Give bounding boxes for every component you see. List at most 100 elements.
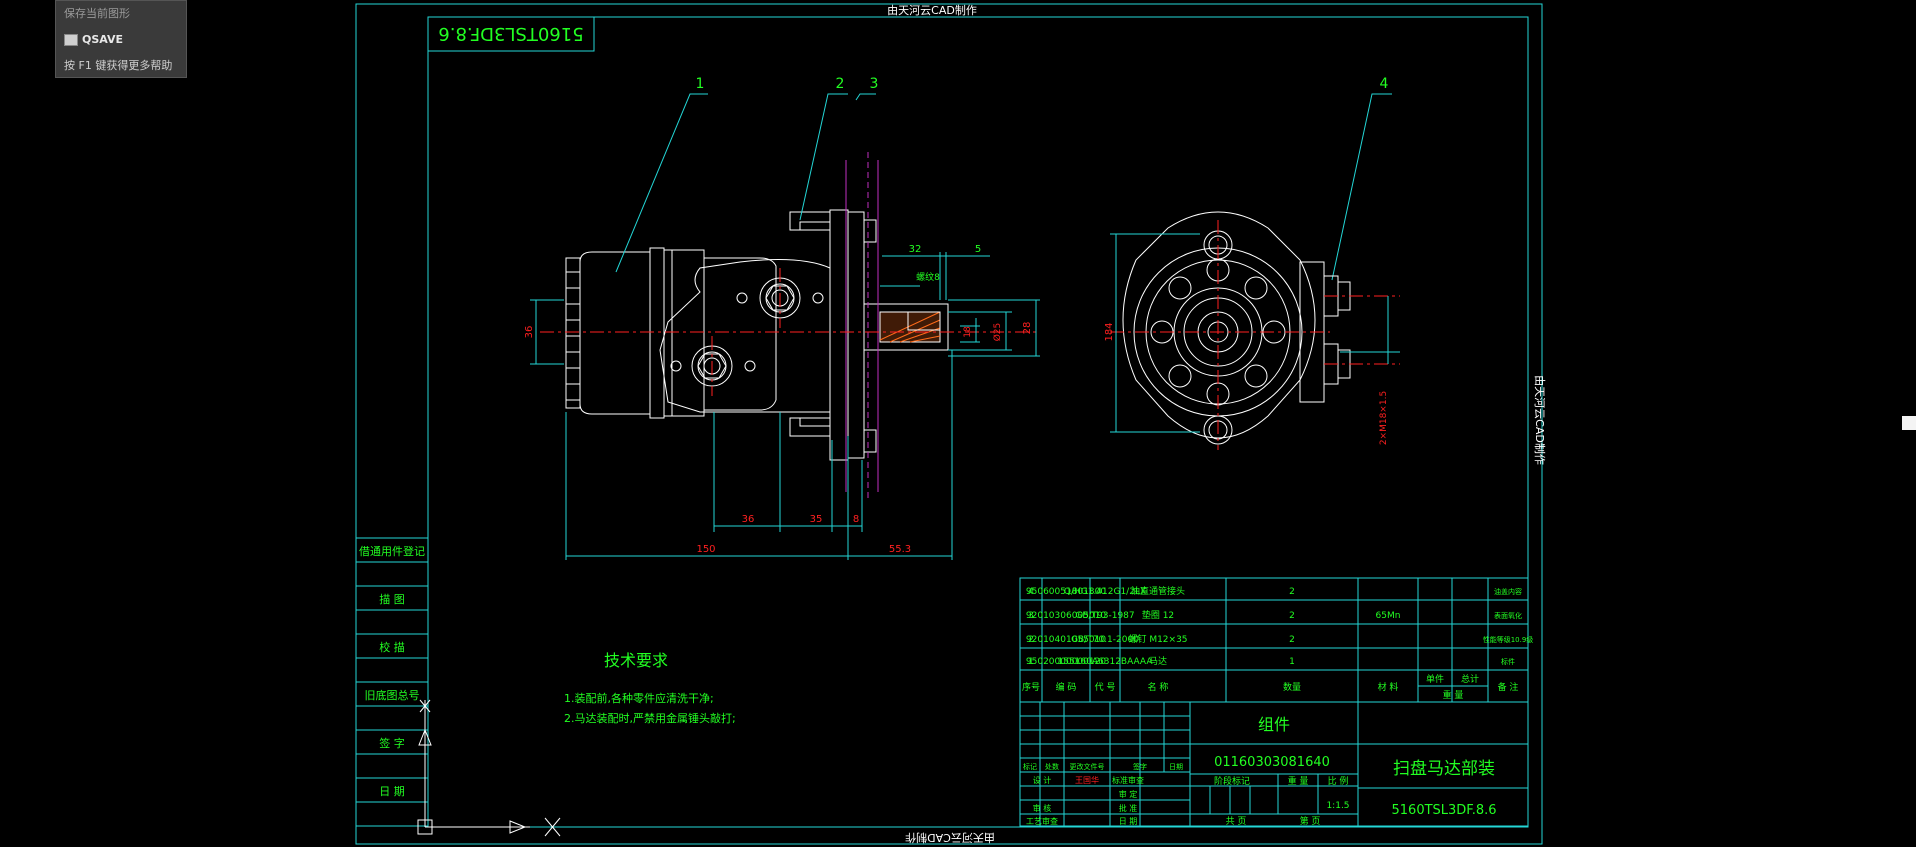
bom-cell: 1 [1289,657,1295,667]
dim-5: 5 [975,244,981,255]
bom-cell: 155160A6312BAAAA [1058,657,1154,667]
watermark-bottom: 由天河云CAD制作 [905,831,995,845]
title-weight-label: 重 量 [1288,775,1309,787]
bom-cell: 2 [1028,635,1034,645]
bom-header-cell: 代 号 [1095,682,1116,693]
rev-col-3: 更改文件号 [1070,762,1105,771]
dim-184: 184 [1104,322,1115,341]
title-stage-label: 阶段标记 [1214,775,1250,787]
bom-cell: 马达 [1149,655,1167,667]
tech-line-2: 2.马达装配时,严禁用金属锤头敲打; [564,711,736,725]
balloon-1: 1 [696,76,705,92]
bom-table-grid [1019,577,1529,703]
sign-right-standard: 标准审查 [1112,775,1144,785]
dim-36: 36 [524,326,535,339]
tooltip-command: QSAVE [64,33,123,46]
save-disk-icon [64,34,78,46]
bom-cell: 3 [1028,611,1034,621]
bom-header-cell: 单件 [1426,673,1444,685]
title-name-label: 组件 [1258,715,1290,734]
bom-cell: Q/HG1.412G1/2LX [1064,587,1146,597]
tech-line-1: 1.装配前,各种零件应清洗干净; [564,691,714,705]
bom-cell: 2 [1289,587,1295,597]
bom-cell: 95020000000120 [1026,657,1106,667]
bom-header-cell: 序号 [1022,681,1040,693]
bom-header-weight: 重 量 [1443,689,1464,701]
dim-side-thread: 2×M18×1.5 [1379,391,1389,445]
bom-cell: 95060051801300 [1026,587,1106,597]
bom-cell: 92010401055010 [1026,635,1106,645]
front-view-dimensions [530,252,1040,560]
designer-name: 王国华 [1075,775,1099,785]
title-scale: 1:1.5 [1326,801,1349,811]
bom-cell: GB/T70.1-2000 [1071,635,1139,645]
title-block-grid [1019,701,1529,827]
title-sheet-of: 第 页 [1300,815,1321,827]
tooltip-command-label: QSAVE [82,33,124,46]
scrollbar-thumb[interactable] [1902,416,1916,430]
bom-cell: 垫圈 12 [1142,609,1174,621]
balloon-4: 4 [1380,76,1389,92]
command-tooltip: 保存当前图形 QSAVE 按 F1 键获得更多帮助 [55,0,187,78]
dim-base-35: 35 [810,514,823,525]
dim-base-8: 8 [853,514,859,525]
bom-header-cell: 备 注 [1498,681,1519,693]
left-side-panel [355,537,429,827]
dim-thread: 螺纹8 [916,271,940,283]
sign-row-review: 审 核 [1033,803,1052,813]
rev-col-1: 标记 [1023,762,1037,771]
front-view-drawing [565,209,949,461]
bom-header-cell: 总计 [1461,673,1479,685]
side-view-dimensions [1110,233,1400,433]
bom-cell: 2 [1289,635,1295,645]
title-part-name: 扫盘马达部装 [1393,759,1495,779]
balloon-leaders [615,93,1392,281]
dim-total-150: 150 [696,544,715,555]
bom-header-cell: 材 料 [1378,681,1399,693]
tech-title: 技术要求 [604,651,668,670]
left-panel-label-1: 借通用件登记 [359,544,425,558]
sign-right-approve: 审 定 [1119,789,1138,799]
bom-header-cell: 数量 [1283,681,1301,693]
sign-right-ratify: 批 准 [1119,803,1138,813]
title-sheet-total: 共 页 [1226,816,1247,827]
bom-cell: 65Mn [1376,611,1401,621]
tooltip-hint: 保存当前图形 [64,7,130,20]
title-code: 5160TSL3DF.8.6 [1392,803,1497,818]
bom-cell: 表面氧化 [1494,611,1522,620]
bom-cell: 油盖内容 [1494,587,1522,596]
side-view-drawing [1122,211,1351,445]
bom-cell: 92010306005010 [1026,611,1106,621]
bom-cell: 油直通管接头 [1131,585,1185,597]
sign-row-design: 设 计 [1033,775,1052,785]
bom-cell: 1 [1028,657,1034,667]
bom-cell: 标件 [1501,657,1515,666]
left-panel-label-2: 描 图 [379,592,405,606]
left-panel-label-6: 日 期 [379,785,405,798]
sign-right-date: 日 期 [1119,817,1138,826]
rev-col-4: 签字 [1133,762,1147,771]
inner-frame [427,16,1529,828]
watermark-top: 由天河云CAD制作 [887,3,977,17]
front-view-centerlines [540,268,1040,396]
left-panel-label-5: 签 字 [379,736,405,750]
bom-header-cell: 名 称 [1148,681,1169,693]
bom-cell: GB/T93-1987 [1075,611,1134,621]
bom-cell: 性能等级10.9级 [1483,635,1534,644]
mount-plate-hidden [845,152,879,500]
dim-base-36: 36 [742,514,755,525]
tooltip-help: 按 F1 键获得更多帮助 [64,59,173,72]
bom-cell: 4 [1028,587,1034,597]
side-view-centerlines [1110,220,1400,450]
rev-col-5: 日期 [1169,763,1183,771]
dim-32: 32 [909,244,922,255]
sign-row-process: 工艺审查 [1026,816,1058,826]
left-panel-label-4: 旧底图总号 [365,688,420,702]
balloon-3: 3 [870,76,879,92]
outer-frame [355,3,1543,845]
left-panel-label-3: 校 描 [379,640,405,654]
rev-col-2: 处数 [1045,762,1059,771]
title-scale-label: 比 例 [1328,775,1349,787]
